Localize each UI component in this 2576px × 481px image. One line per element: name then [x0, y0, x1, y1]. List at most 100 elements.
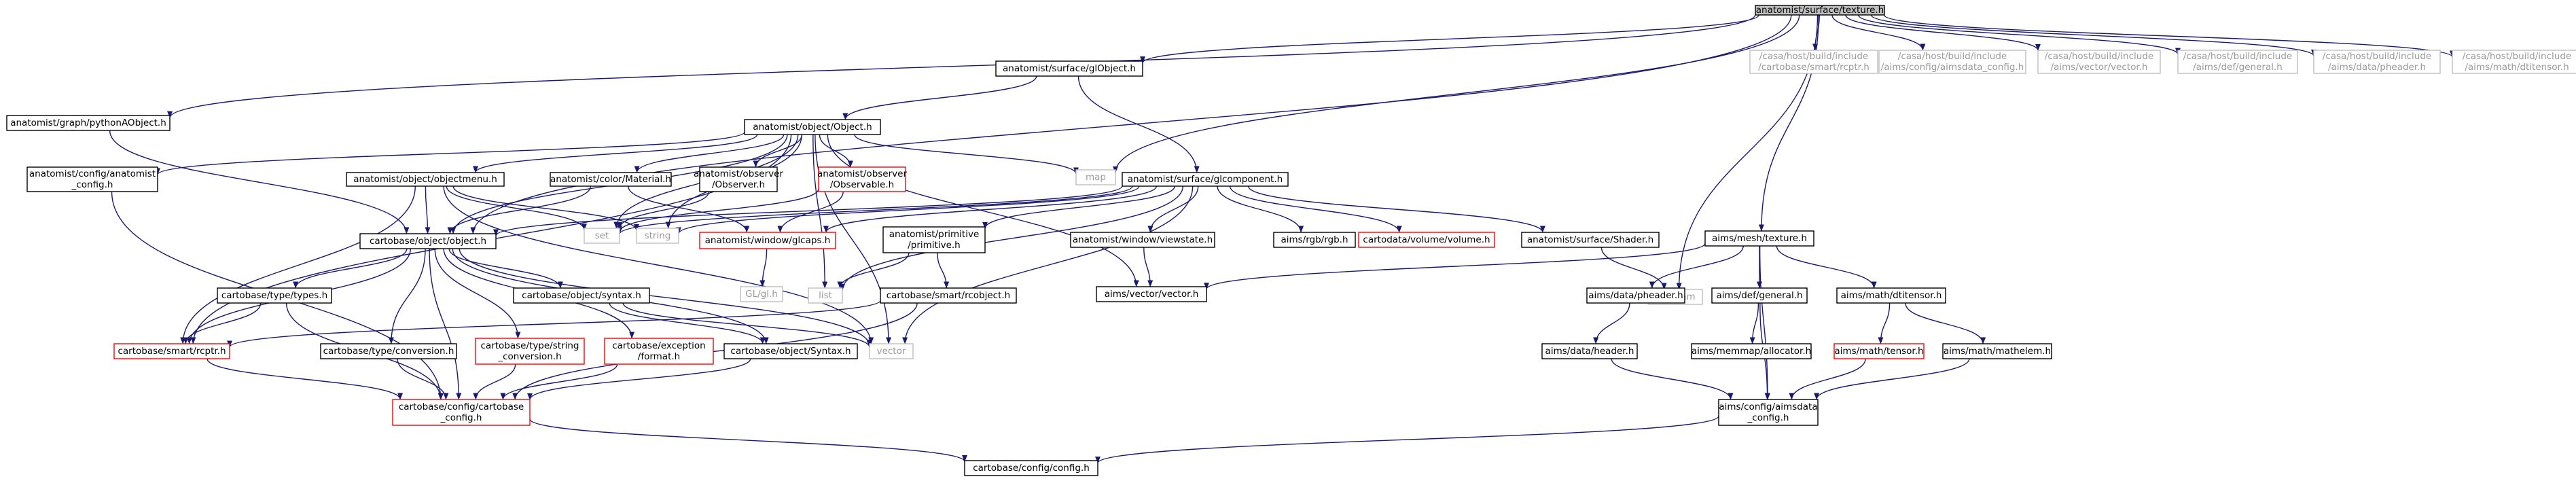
node-mathelem[interactable]: aims/math/mathelem.h: [1942, 343, 2052, 359]
edge-format-to-cartobase_config: [500, 363, 618, 400]
edge-Observable-to-set: [617, 188, 819, 232]
node-texture[interactable]: anatomist/surface/texture.h: [1755, 5, 1885, 16]
node-label: aims/rgb/rgb.h: [1281, 234, 1348, 245]
node-box: [1704, 230, 1814, 247]
node-box: [723, 343, 858, 359]
node-aims_header[interactable]: aims/data/header.h: [1541, 343, 1638, 359]
node-rgb[interactable]: aims/rgb/rgb.h: [1273, 232, 1356, 248]
edge-glcomponent-to-volume: [1229, 185, 1402, 233]
edge-dtitensor-to-tensor: [1878, 302, 1891, 344]
node-format[interactable]: cartobase/exception/format.h: [604, 338, 714, 365]
node-box: [1096, 286, 1207, 302]
node-aims_texture[interactable]: aims/mesh/texture.h: [1704, 230, 1814, 247]
node-Material[interactable]: anatomist/color/Material.h: [550, 172, 672, 187]
node-string_conversion[interactable]: cartobase/type/string_conversion.h: [475, 338, 585, 365]
edge-Object-to-Observable: [819, 134, 853, 168]
edge-glcomponent-to-vector: [902, 185, 1194, 344]
node-label: _config.h: [71, 179, 113, 190]
node-label: /casa/host/build/include: [2463, 51, 2571, 62]
node-cb_object[interactable]: cartobase/object/object.h: [359, 233, 497, 249]
node-dtitensor[interactable]: aims/math/dtitensor.h: [1836, 287, 1946, 304]
edge-texture-to-ext_vector: [1845, 14, 2041, 51]
node-label: set: [595, 230, 609, 241]
node-string: string: [636, 228, 679, 244]
edge-texture-to-ext_dtitensor: [1883, 14, 2455, 58]
node-anatomist_config[interactable]: anatomist/config/anatomist_config.h: [26, 166, 158, 192]
edge-rcobject-to-rcptr: [227, 300, 881, 348]
node-primitive[interactable]: anatomist/primitive/primitive.h: [882, 226, 986, 253]
node-label: cartobase/exception: [612, 340, 706, 351]
node-label: _config.h: [1747, 412, 1789, 423]
node-allocator[interactable]: aims/memmap/allocator.h: [1691, 343, 1812, 359]
node-vector: vector: [869, 343, 914, 359]
edge-Observer-to-set: [617, 191, 710, 229]
node-Observer[interactable]: anatomist/observer/Observer.h: [694, 166, 783, 192]
node-tensor[interactable]: aims/math/tensor.h: [1833, 343, 1925, 359]
edge-cb_object-to-string_conversion: [434, 248, 521, 339]
node-box: [1718, 399, 1819, 426]
edge-glcaps-to-GLgl: [759, 248, 768, 287]
edge-primitive-to-list: [837, 252, 910, 289]
node-label: anatomist/window/viewstate.h: [1073, 234, 1213, 245]
node-label: cartodata/volume/volume.h: [1363, 234, 1490, 245]
node-label: /casa/host/build/include: [2183, 51, 2292, 62]
node-glcomponent[interactable]: anatomist/surface/glcomponent.h: [1122, 172, 1289, 187]
node-label: aims/math/mathelem.h: [1944, 346, 2051, 357]
edge-rcobject-to-cartobase_config: [512, 302, 918, 400]
node-label: aims/math/tensor.h: [1834, 346, 1923, 357]
node-viewstate[interactable]: anatomist/window/viewstate.h: [1070, 232, 1215, 248]
node-syntax_h[interactable]: cartobase/object/syntax.h: [513, 287, 650, 304]
edge-glcomponent-to-rgb: [1217, 185, 1304, 233]
node-label: /aims/vector/vector.h: [2050, 62, 2147, 73]
node-Syntax_cap[interactable]: cartobase/object/Syntax.h: [723, 343, 858, 359]
node-box: [346, 172, 505, 187]
node-label: anatomist/surface/texture.h: [1756, 5, 1884, 16]
edge-cb_object-to-cartobase_config: [429, 248, 462, 400]
node-rcobject[interactable]: cartobase/smart/rcobject.h: [880, 287, 1017, 304]
node-label: /format.h: [638, 351, 680, 362]
node-general[interactable]: aims/def/general.h: [1711, 287, 1808, 304]
edge-glObject-to-glcomponent: [1077, 75, 1200, 173]
edge-pheader-to-aims_header: [1593, 302, 1630, 344]
node-pythonAObject[interactable]: anatomist/graph/pythonAObject.h: [6, 115, 171, 131]
node-aims_vector[interactable]: aims/vector/vector.h: [1096, 286, 1207, 302]
node-Observable[interactable]: anatomist/observer/Observable.h: [817, 166, 907, 192]
node-aimsdata_config[interactable]: aims/config/aimsdata_config.h: [1718, 399, 1819, 426]
node-volume[interactable]: cartodata/volume/volume.h: [1358, 232, 1495, 248]
edge-glcomponent-to-glcaps: [823, 185, 1158, 233]
edge-Object-to-list: [812, 134, 828, 289]
node-label: anatomist/color/Material.h: [550, 174, 671, 185]
node-box: [1711, 287, 1808, 304]
node-glObject[interactable]: anatomist/surface/glObject.h: [995, 60, 1143, 77]
node-glcaps[interactable]: anatomist/window/glcaps.h: [699, 232, 836, 249]
node-box: [818, 166, 906, 192]
edge-objectmenu-to-cb_object: [425, 185, 431, 234]
edge-aims_texture-to-aims_vector: [1204, 243, 1706, 290]
edge-aims_texture-to-aimsdata_config: [1759, 245, 1770, 400]
node-Object[interactable]: anatomist/object/Object.h: [744, 119, 881, 135]
edge-pythonAObject-to-cb_object: [109, 130, 410, 234]
edge-aims_texture-to-dtitensor: [1776, 245, 1877, 289]
node-map: map: [1075, 169, 1116, 185]
node-config[interactable]: cartobase/config/config.h: [964, 460, 1098, 476]
edge-texture-to-pythonAObject: [167, 14, 1756, 118]
node-label: aims/math/dtitensor.h: [1841, 290, 1942, 301]
node-pheader[interactable]: aims/data/pheader.h: [1586, 287, 1685, 304]
node-box: [1749, 50, 1878, 74]
node-ext_dtitensor: /casa/host/build/include/aims/math/dtite…: [2452, 50, 2576, 74]
node-Shader[interactable]: anatomist/surface/Shader.h: [1521, 232, 1660, 248]
edge-texture-to-ext_aimsdata_config: [1831, 14, 1926, 51]
node-conversion[interactable]: cartobase/type/conversion.h: [320, 343, 457, 359]
node-label: /casa/host/build/include: [1759, 51, 1868, 62]
edge-glcomponent-to-list: [840, 185, 1183, 291]
node-label: map: [1086, 172, 1106, 183]
node-ext_pheader: /casa/host/build/include/aims/data/phead…: [2313, 50, 2441, 74]
node-label: /Observer.h: [712, 179, 765, 190]
node-rcptr[interactable]: cartobase/smart/rcptr.h: [113, 343, 230, 359]
node-box: [2452, 50, 2576, 74]
node-objectmenu[interactable]: anatomist/object/objectmenu.h: [346, 172, 505, 187]
node-box: [550, 172, 672, 187]
node-types[interactable]: cartobase/type/types.h: [217, 287, 332, 304]
node-cartobase_config[interactable]: cartobase/config/cartobase_config.h: [392, 399, 531, 426]
node-box: [1358, 232, 1495, 248]
